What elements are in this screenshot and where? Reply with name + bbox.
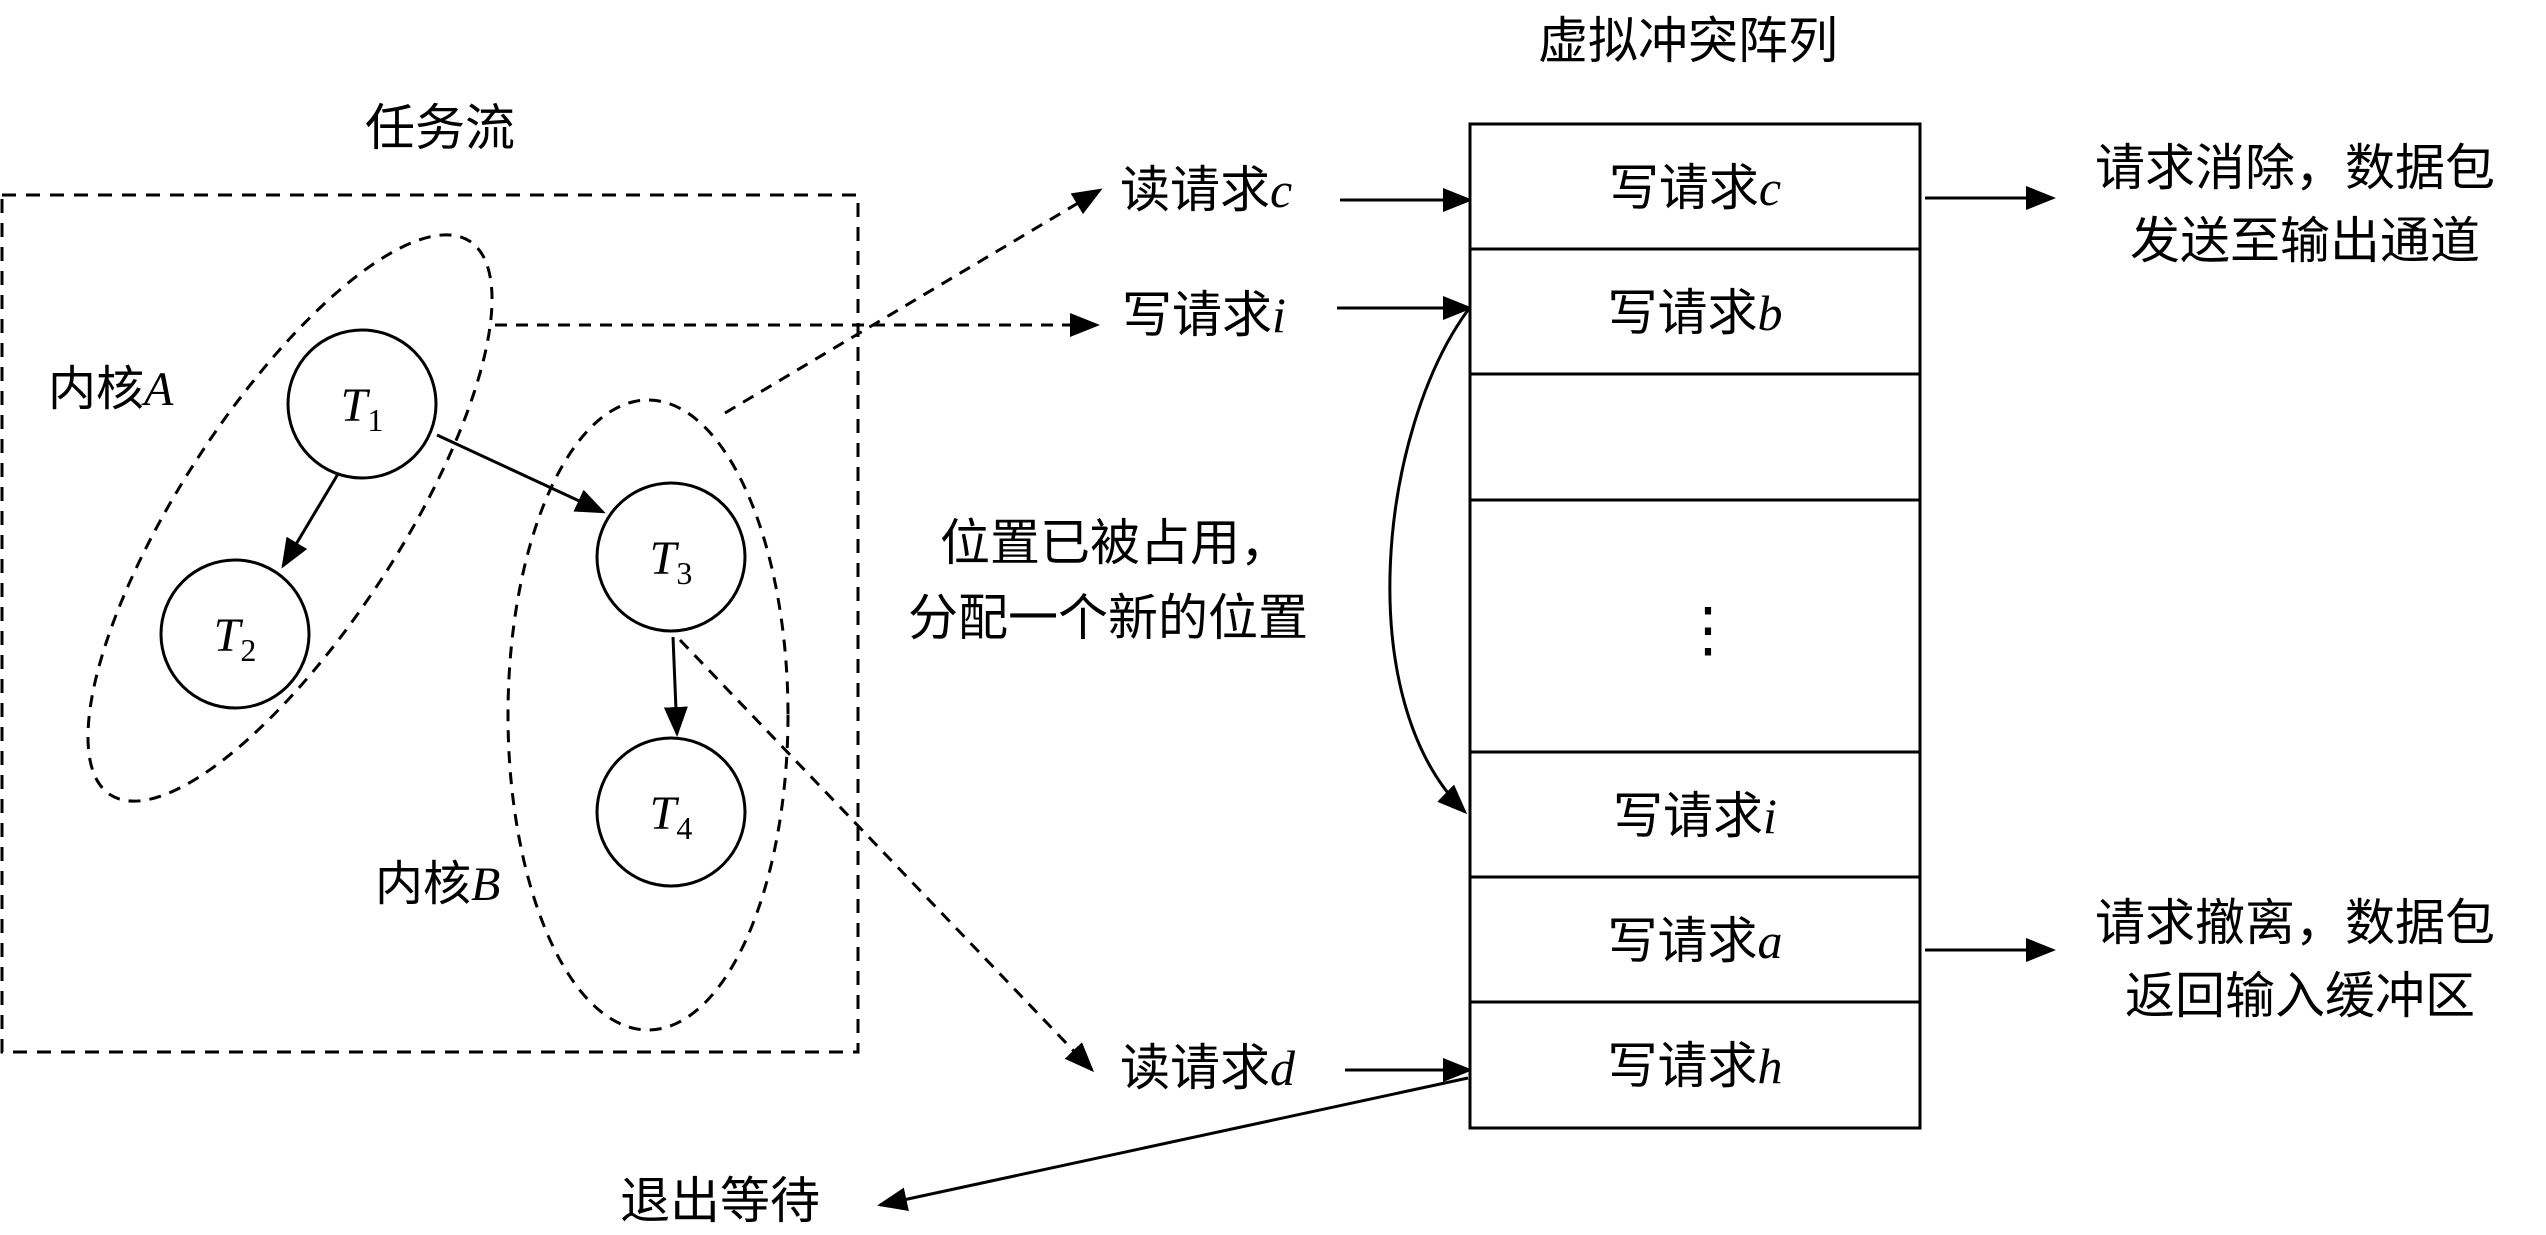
svg-text:T2: T2 bbox=[214, 609, 257, 668]
array-title: 虚拟冲突阵列 bbox=[1538, 12, 1838, 70]
eliminate-note-line1: 请求消除，数据包 bbox=[2095, 139, 2495, 197]
edge-t1-t3 bbox=[436, 433, 606, 514]
task-node-t3: T3 bbox=[595, 481, 747, 633]
edge-t3-t4 bbox=[663, 636, 688, 737]
withdraw-note-line1: 请求撤离，数据包 bbox=[2095, 894, 2495, 952]
edge-t1-t2 bbox=[281, 473, 340, 569]
realloc-note-line1: 位置已被占用， bbox=[940, 514, 1290, 572]
array-row-write-c: 写请求c bbox=[1609, 159, 1781, 217]
svg-text:T3: T3 bbox=[650, 532, 693, 591]
kernel-b-label: 内核B bbox=[375, 856, 500, 912]
kernel-a-group bbox=[86, 233, 494, 803]
withdraw-note-line2: 返回输入缓冲区 bbox=[2125, 967, 2475, 1025]
svg-text:T1: T1 bbox=[341, 379, 384, 438]
array-row-write-i: 写请求i bbox=[1613, 787, 1777, 845]
eliminate-note-line2: 发送至输出通道 bbox=[2130, 212, 2480, 270]
task-stream-box bbox=[0, 193, 860, 1054]
svg-text:T4: T4 bbox=[650, 787, 693, 846]
realloc-curve-arrow bbox=[1388, 309, 1470, 815]
exit-wait-label: 退出等待 bbox=[620, 1172, 820, 1230]
dashed-arrow-to-read-d bbox=[678, 638, 1095, 1073]
array-row-ellipsis: ⋮ bbox=[1678, 597, 1738, 663]
task-node-t1: T1 bbox=[286, 328, 438, 480]
dashed-arrow-to-read-c bbox=[724, 188, 1103, 415]
realloc-note-line2: 分配一个新的位置 bbox=[908, 589, 1308, 647]
conflict-array bbox=[1468, 122, 1922, 1130]
array-row-write-h: 写请求h bbox=[1608, 1037, 1783, 1095]
write-request-i: 写请求i bbox=[1122, 286, 1286, 344]
kernel-b-group bbox=[506, 398, 790, 1032]
array-row-write-a: 写请求a bbox=[1608, 912, 1783, 970]
kernel-a-label: 内核A bbox=[48, 361, 174, 417]
read-request-c: 读请求c bbox=[1120, 161, 1292, 219]
task-stream-title: 任务流 bbox=[365, 99, 515, 157]
arrow-exit-wait bbox=[877, 1076, 1469, 1212]
read-request-d: 读请求d bbox=[1120, 1039, 1296, 1097]
task-node-t4: T4 bbox=[595, 736, 747, 888]
task-node-t2: T2 bbox=[159, 558, 311, 710]
array-row-write-b: 写请求b bbox=[1608, 284, 1783, 342]
